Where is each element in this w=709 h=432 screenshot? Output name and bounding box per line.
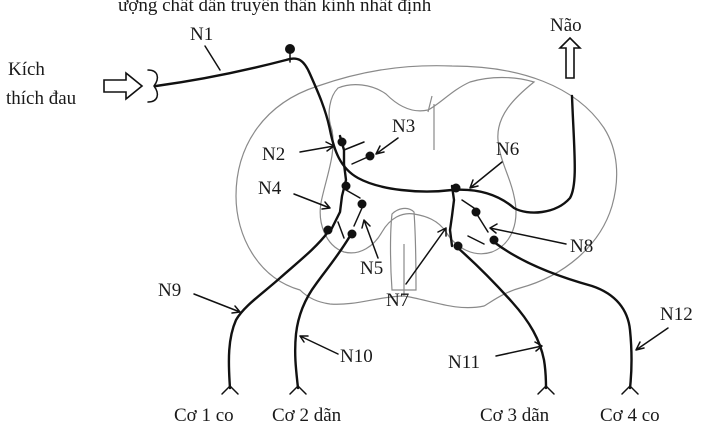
neuron-n9-path (229, 232, 328, 388)
neuron-n1-pointer (205, 46, 220, 70)
brain-label: Não (550, 15, 582, 36)
muscle-2-label: Cơ 2 dãn (272, 405, 342, 426)
n3-branch (344, 142, 370, 164)
gray-matter-outline (320, 78, 534, 254)
neuron-n9-label: N9 (158, 280, 181, 301)
neuron-n1-label: N1 (190, 24, 213, 45)
muscle-3-label: Cơ 3 dãn (480, 405, 550, 426)
stimulus-arrow-icon (104, 73, 142, 99)
spinal-cord-outline (236, 66, 617, 308)
header-partial-text: ượng chất dẫn truyền thần kinh nhất định (118, 0, 432, 16)
neuron-n12-label: N12 (660, 304, 693, 325)
neuron-n7-label: N7 (386, 290, 409, 311)
n8-branch (462, 200, 488, 244)
brain-arrow-icon (560, 38, 580, 78)
neuron-n11-label: N11 (448, 352, 480, 373)
synapse-n4-mid (358, 200, 367, 209)
neuron-n5-label: N5 (360, 258, 383, 279)
neuron-n11-pointer (496, 342, 542, 356)
neuron-n10-pointer (300, 336, 338, 354)
stimulus-label-line2: thích đau (6, 88, 77, 109)
muscle-1-label: Cơ 1 co (174, 405, 234, 426)
right-interneuron-chain (450, 186, 454, 246)
neuron-n12-path (494, 242, 632, 388)
neuron-n5-pointer (362, 220, 378, 258)
neuron-n3-pointer (376, 138, 398, 154)
neuron-n10-label: N10 (340, 346, 373, 367)
neuron-n6-pointer (470, 162, 502, 188)
neuron-n8-label: N8 (570, 236, 593, 257)
synapse-n6 (452, 184, 461, 193)
neuron-n7-pointer (406, 228, 446, 284)
central-canal (391, 208, 417, 290)
muscle-4-label: Cơ 4 co (600, 405, 660, 426)
neuron-n4-pointer (294, 194, 330, 209)
neuron-n9-pointer (194, 294, 240, 313)
stimulus-label-line1: Kích (8, 59, 45, 80)
neuron-n6-label: N6 (496, 139, 519, 160)
neuron-n1-cell-body (285, 44, 295, 54)
neuron-n4-label: N4 (258, 178, 282, 199)
dorsal-septum (428, 96, 434, 150)
synapse-n4-top (342, 182, 351, 191)
neuron-n2-label: N2 (262, 144, 285, 165)
neuron-n2-pointer (300, 142, 334, 152)
neuron-n8-pointer (490, 224, 566, 244)
neuron-n3-label: N3 (392, 116, 415, 137)
synapse-n2 (338, 138, 347, 147)
synapse-n8-top (472, 208, 481, 217)
neuron-n12-pointer (636, 328, 668, 350)
